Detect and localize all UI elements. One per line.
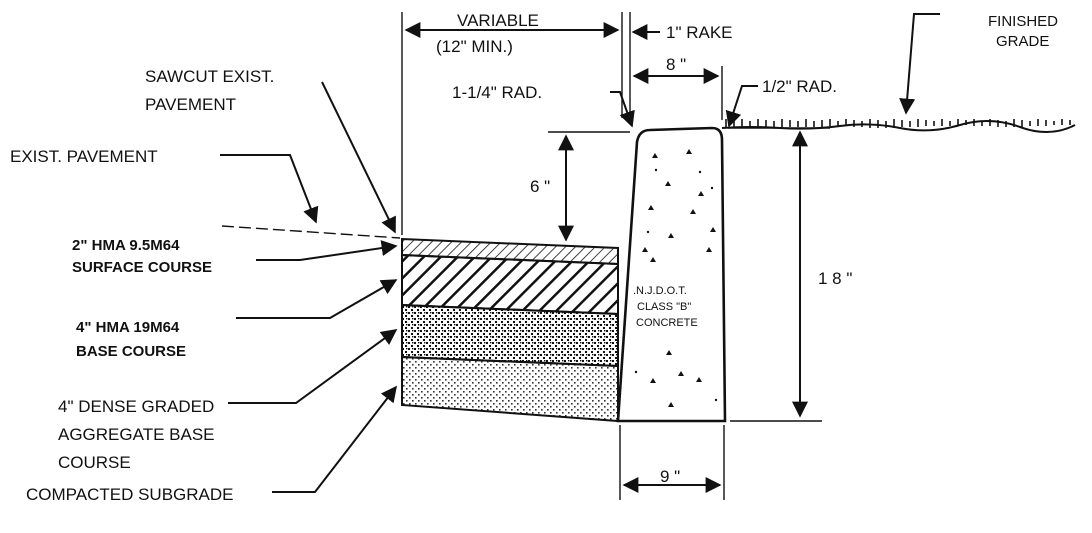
finished-grade (721, 119, 1076, 133)
base-course-label-line2: BASE COURSE (76, 343, 186, 360)
curb-outline (616, 126, 727, 423)
exist-pavement-label: EXIST. PAVEMENT (10, 147, 158, 166)
small-radius-label: 1/2" RAD. (762, 77, 837, 96)
variable-label: VARIABLE (457, 11, 539, 30)
base-course-layer (401, 253, 619, 316)
surface-course-label-line2: SURFACE COURSE (72, 259, 212, 276)
concrete-aggregate-marks (634, 149, 718, 407)
rake-label: 1" RAKE (666, 23, 733, 42)
pavement-layers (401, 237, 619, 423)
annotations: VARIABLE (12" MIN.) 1" RAKE FINISHED GRA… (10, 11, 1058, 504)
finished-grade-label-line1: FINISHED (988, 13, 1058, 30)
dimension-lines (401, 12, 830, 500)
subgrade-label: COMPACTED SUBGRADE (26, 485, 234, 504)
reveal-label: 6 " (530, 177, 550, 196)
aggregate-label-line2: AGGREGATE BASE (58, 425, 215, 444)
aggregate-base-layer (401, 355, 619, 423)
sawcut-label-line1: SAWCUT EXIST. (145, 67, 274, 86)
concrete-label-line2: CLASS "B" (637, 301, 691, 313)
hma-base-layer (401, 303, 619, 368)
concrete-curb: .N.J.D.O.T. CLASS "B" CONCRETE (616, 126, 727, 423)
bottom-width-label: 9 " (660, 467, 680, 486)
finished-grade-label-line2: GRADE (996, 33, 1049, 50)
top-width-label: 8 " (666, 55, 686, 74)
leader-lines (220, 13, 940, 493)
aggregate-label-line1: 4" DENSE GRADED (58, 397, 214, 416)
sawcut-label-line2: PAVEMENT (145, 95, 236, 114)
base-course-label-line1: 4" HMA 19M64 (76, 319, 180, 336)
aggregate-label-line3: COURSE (58, 453, 131, 472)
surface-course-label-line1: 2" HMA 9.5M64 (72, 237, 180, 254)
large-radius-label: 1-1/4" RAD. (452, 83, 542, 102)
height-label: 1 8 " (818, 269, 852, 288)
concrete-label-line1: .N.J.D.O.T. (633, 285, 687, 297)
concrete-label-line3: CONCRETE (636, 317, 698, 329)
min-label: (12" MIN.) (436, 37, 513, 56)
